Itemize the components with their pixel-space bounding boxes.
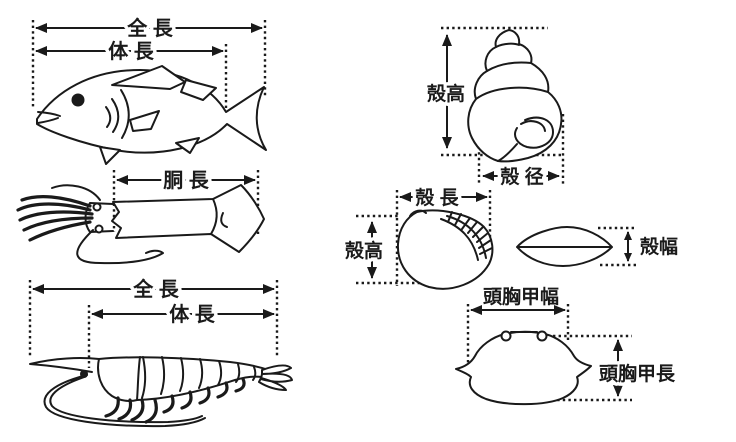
- shrimp-belly-line: [136, 375, 263, 401]
- fish-body-length-label: 体 長: [108, 39, 155, 63]
- fish-mouth: [37, 111, 61, 124]
- fish-anal-fin: [175, 137, 200, 154]
- crab-carapace-width-label: 頭胸甲幅: [483, 285, 559, 308]
- squid-illustration: [16, 184, 265, 265]
- bivalve-shell-height-label: 殻高: [345, 239, 383, 262]
- bivalve-shell-width-label: 殻幅: [640, 235, 678, 258]
- bivalve-front-outline: [396, 209, 494, 290]
- bivalve-side-section: 殻幅: [516, 226, 682, 267]
- squid-arm-top: [51, 184, 101, 201]
- squid-mantle-length-label: 胴 長: [162, 169, 210, 192]
- shrimp-rostrum: [29, 357, 100, 373]
- fish-eye: [71, 93, 85, 107]
- snail-shell-outline: [467, 29, 563, 163]
- crab-carapace-outline: [455, 330, 592, 406]
- shrimp-carapace: [97, 356, 141, 402]
- crab-section: 頭胸甲幅 頭胸甲長: [455, 282, 679, 406]
- shrimp-body-length-label: 体 長: [169, 302, 216, 326]
- squid-fin-inner-line: [210, 198, 228, 235]
- snail-shell-diameter-label: 殻 径: [500, 165, 543, 188]
- bivalve-side-guide-lines: [598, 226, 636, 267]
- snail-sutures: [475, 42, 549, 100]
- snail-section: 殻高 殻 径: [423, 26, 565, 192]
- bivalve-side-illustration: [516, 226, 613, 267]
- bivalve-front-illustration: [396, 209, 494, 290]
- bivalve-shell-length-label: 殻 長: [415, 186, 459, 209]
- crab-guide-lines: [466, 304, 632, 402]
- fish-guide-lines: [31, 20, 267, 118]
- squid-eye-upper: [92, 202, 102, 212]
- squid-mantle-and-fin: [111, 184, 265, 253]
- squid-arm-cluster: [16, 195, 94, 242]
- snail-illustration: [467, 29, 563, 163]
- crab-eye-left: [500, 330, 512, 342]
- snail-aperture: [497, 116, 554, 162]
- crab-carapace-length-label: 頭胸甲長: [599, 362, 676, 385]
- bivalve-umbo: [409, 209, 427, 217]
- shrimp-legs: [104, 377, 246, 424]
- bivalve-front-section: 殻 長 殻高: [341, 183, 494, 290]
- shrimp-tail-fan: [258, 364, 293, 391]
- shrimp-illustration: [29, 356, 293, 428]
- fish-pectoral-fin: [129, 110, 160, 132]
- bivalve-growth-lines: [440, 215, 487, 261]
- snail-shell-height-label: 殻高: [427, 82, 465, 105]
- crab-illustration: [455, 330, 592, 406]
- fish-illustration: [36, 65, 267, 165]
- fish-dorsal-fin-rear: [180, 79, 217, 101]
- shrimp-section: 全 長 体 長: [28, 274, 293, 428]
- squid-eye-lower: [94, 224, 104, 234]
- crab-eye-right: [536, 330, 548, 342]
- fish-gill-lines: [105, 89, 130, 139]
- bivalve-guide-lines: [356, 190, 492, 286]
- shrimp-segment-lines: [141, 356, 257, 399]
- fish-total-length-label: 全 長: [126, 16, 174, 40]
- fish-section: 全 長 体 長: [31, 13, 267, 165]
- fish-pelvic-fin: [99, 146, 121, 165]
- squid-long-tentacle: [76, 229, 164, 265]
- shrimp-total-length-label: 全 長: [132, 277, 180, 301]
- shrimp-antennae: [43, 374, 206, 428]
- squid-section: 胴 長: [16, 166, 265, 265]
